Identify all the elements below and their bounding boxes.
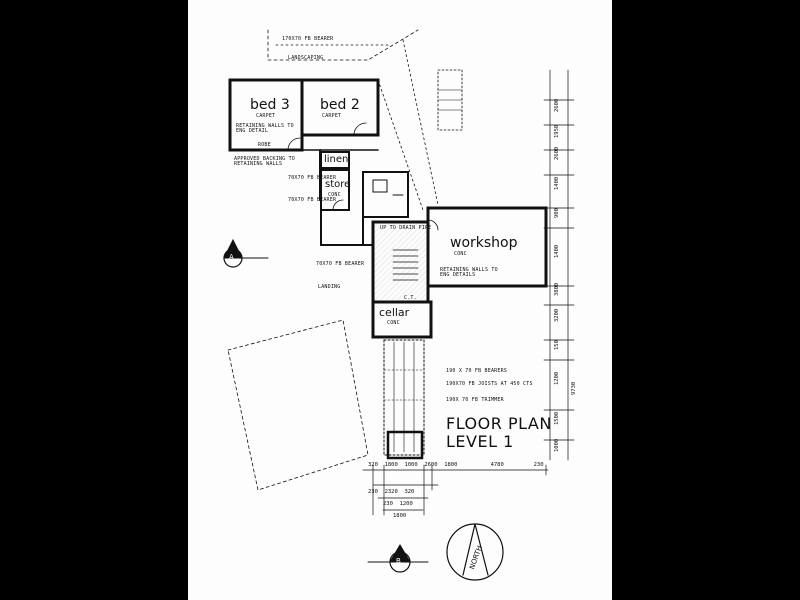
door-bed3 [287,137,301,151]
note-retaining-workshop: RETAINING WALLS TO ENG DETAILS [440,267,498,278]
dimension-right-7: 3200 [554,308,560,322]
note-approved-backing: APPROVED BACKING TO RETAINING WALLS [234,156,295,167]
wall-bath [362,171,409,218]
note-robe: ROBE [258,142,271,148]
section-b-label: B [396,557,401,565]
note-landscaping: LANDSCAPING [288,55,324,61]
note-bearer-top: 170X70 FB BEARER [282,36,334,42]
drawing-title: FLOOR PLAN [446,414,552,433]
dims-bottom-row3: 230 1200 [383,501,413,507]
dimension-right-6: 3800 [554,282,560,296]
room-label-cellar: cellar [379,306,410,319]
note-up-to-room: UP TO DRAIN PIPE [380,225,432,231]
note-landing: LANDING [318,284,341,290]
note-joists: 190X70 FB JOISTS AT 450 CTS [446,381,533,387]
wall-store [320,169,350,211]
room-label-bed2: bed 2 [320,97,360,113]
landing-pad [386,430,424,460]
door-workshop [427,219,439,231]
room-label-workshop: workshop [450,235,518,251]
dimension-right-10: 1500 [554,411,560,425]
wall-bed2 [300,78,380,137]
room-sub-cellar: CONC [387,320,400,326]
note-ct: C.T. [404,295,417,301]
wall-linen [320,151,350,169]
note-bearer-small-a: 70X70 FB BEARER [288,175,337,181]
room-label-linen: linen [324,154,349,165]
room-sub-store: CONC [328,192,341,198]
door-store [332,199,344,211]
dimension-right-5: 1400 [554,244,560,258]
room-label-bed3: bed 3 [250,97,290,113]
landscaping-boundary [267,29,419,61]
note-retaining-walls: RETAINING WALLS TO ENG DETAIL [236,123,294,134]
walkway-hatch [383,341,425,453]
drawing-sheet: bed 3 CARPET bed 2 CARPET linen store CO… [188,0,612,600]
room-sub-bed3: CARPET [256,113,276,119]
dimension-right-8: 150 [554,340,560,350]
ground-slab-outline [227,319,369,491]
note-bearers: 190 X 70 FB BEARERS [446,368,507,374]
room-label-store: store [325,179,351,190]
note-trimmer: 190X 70 FB TRIMMER [446,397,504,403]
dimension-right-0: 2600 [554,98,560,112]
dimension-right-4: 900 [554,208,560,218]
drawing-subtitle: LEVEL 1 [446,432,514,451]
north-arrow-graphic [446,523,504,581]
dims-bottom-row2: 230 2320 320 [368,489,415,495]
section-a-marker-graphic [223,238,269,268]
dimension-right-9: 1200 [554,371,560,385]
dimension-right-11: 9730 [571,381,577,395]
dims-bottom-row4: 1800 [393,513,407,519]
dims-bottom-row1: 320 1800 1000 2600 1800 4780 230 [368,462,544,468]
section-b-marker-graphic [367,544,429,573]
floor-plan-drawing [223,29,575,581]
note-bearer-small-b: 70X70 FB BEARER [288,197,337,203]
walkway [383,339,425,456]
door-bed2 [353,122,367,136]
stair-treads [392,249,419,281]
room-sub-bed2: CARPET [322,113,342,119]
room-sub-workshop: CONC [454,251,467,257]
section-a-label: A [229,253,234,261]
dimension-right-2: 2600 [554,146,560,160]
dimension-right-3: 1400 [554,176,560,190]
wall-cellar [371,300,433,339]
dimension-right-12: 1000 [554,438,560,452]
dimension-right-1: 1950 [554,124,560,138]
note-bearer-small-c: 70X70 FB BEARER [316,261,365,267]
